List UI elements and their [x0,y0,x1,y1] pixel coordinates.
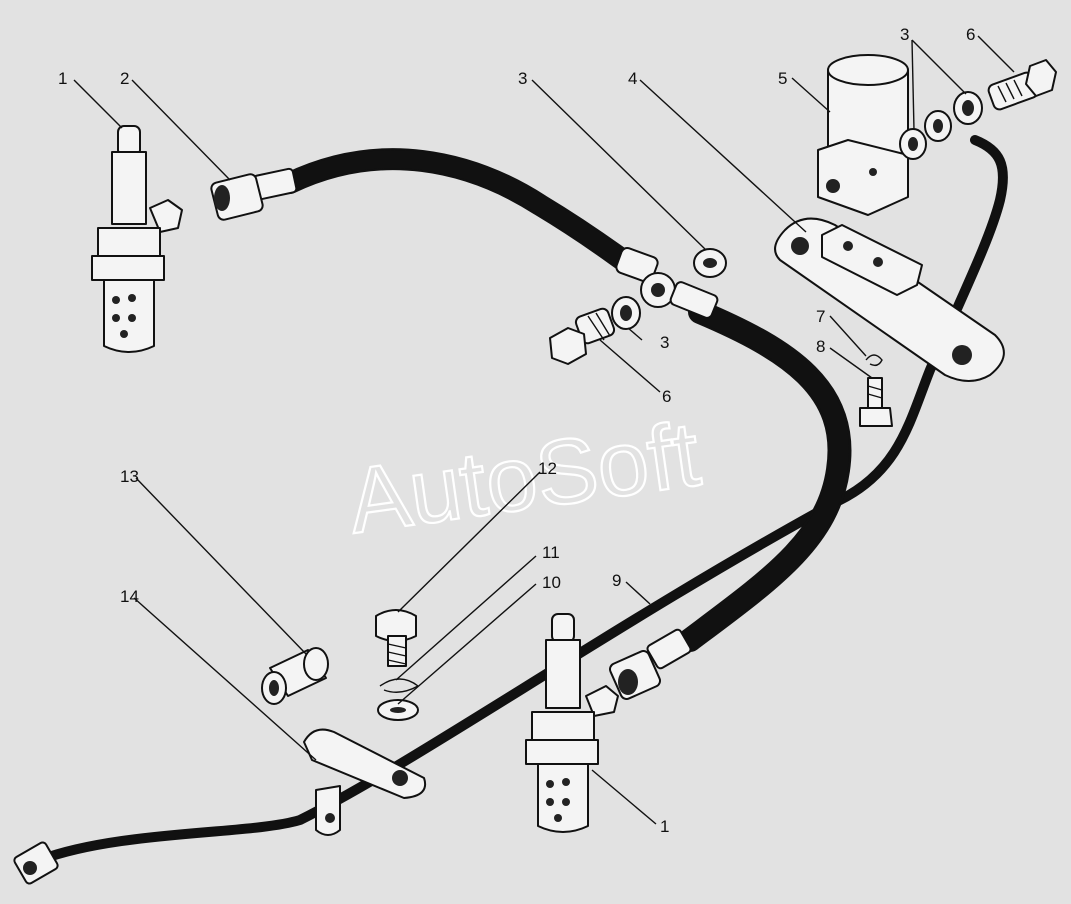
callout-9: 9 [612,571,621,590]
callout-6-mid: 6 [662,387,671,406]
fuel-filter-5-icon [817,54,909,216]
injector-1-upper-icon [91,125,183,353]
callout-11: 11 [542,543,560,562]
hose-lower-nut-icon [609,650,661,700]
callout-12: 12 [538,459,557,478]
braided-hose-2 [210,148,641,276]
callout-3-bolt: 3 [660,333,669,352]
callout-5: 5 [778,69,787,88]
callout-8: 8 [816,337,825,356]
callout-3-top: 3 [900,25,909,44]
callout-1-lower: 1 [660,817,669,836]
pipe-end-nut-icon [13,841,59,885]
spring-washer-11-icon [379,678,420,693]
washer-10-icon [377,699,419,721]
washer-3a-icon [693,248,727,278]
washer-3b-icon [611,296,641,330]
callout-14: 14 [120,587,139,606]
bracket-4-icon [774,217,1005,382]
callout-1-upper: 1 [58,69,67,88]
banjo-tee-icon [615,246,719,319]
watermark-text: AutoSoft [342,403,706,553]
union-bolt-6-icon [987,59,1057,111]
banjo-bolt-6-icon [549,307,616,365]
callout-13: 13 [120,467,139,486]
hose-nut-icon [210,173,264,221]
spring-washer-7-icon [865,354,883,367]
clamp-14-icon [303,728,426,836]
bolt-12-icon [375,609,417,667]
callout-6-top: 6 [966,25,975,44]
callout-3-mid: 3 [518,69,527,88]
callout-2: 2 [120,69,129,88]
callout-labels: 1 2 3 4 5 3 6 3 6 7 8 13 12 11 10 9 14 1 [58,25,975,836]
callout-4: 4 [628,69,637,88]
injector-1-lower-icon [525,613,619,833]
callout-10: 10 [542,573,561,592]
sleeve-13-icon [261,647,329,705]
callout-7: 7 [816,307,825,326]
bolt-8-icon [859,377,893,427]
washers-3-upper-icon [899,91,983,160]
braided-hose-lower [609,300,852,700]
leader-lines [73,35,1015,825]
